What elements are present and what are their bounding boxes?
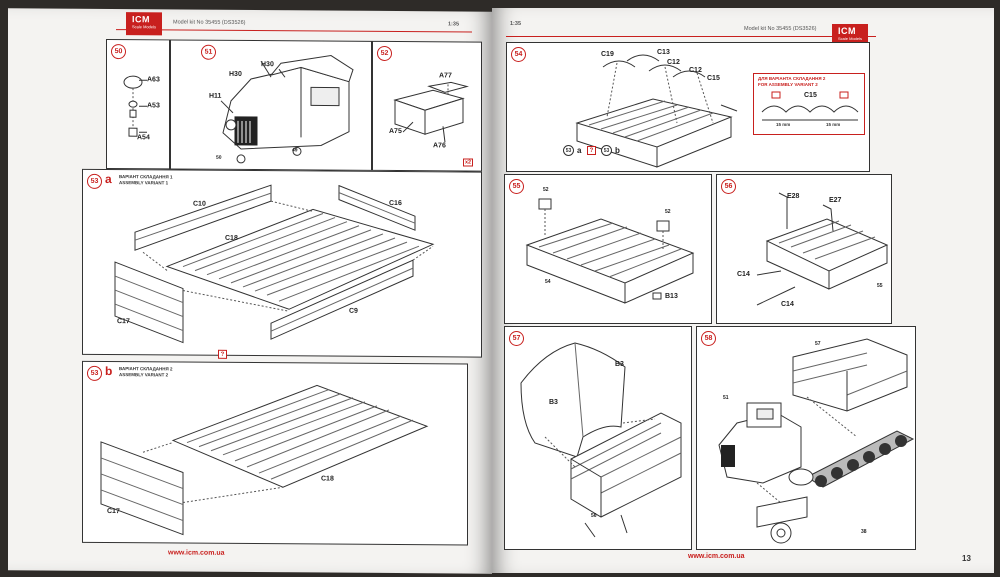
ref-step: 49 xyxy=(292,147,298,154)
step-53b-panel: 53 b ВАРІАНТ СКЛАДАННЯ 2 ASSEMBLY VARIAN… xyxy=(82,360,468,546)
step-51-cab-drawing xyxy=(171,40,371,169)
part-label: A63 xyxy=(147,76,160,84)
inset-caption-en: FOR ASSEMBLY VARIANT 2 xyxy=(758,82,818,87)
dimension-right: 15 mm xyxy=(826,122,841,127)
part-label: C19 xyxy=(601,51,614,58)
step-56-panel: 56 E28 E27 C14 C14 55 xyxy=(716,174,892,324)
part-label: C17 xyxy=(117,318,130,326)
part-label: C16 xyxy=(389,199,402,208)
step-51-panel: 51 H30 H30 H11 50 49 xyxy=(170,39,372,171)
step-57-panel: 57 B3 B3 56 xyxy=(504,326,692,550)
step-50-panel: 50 A63 A53 A54 xyxy=(106,38,170,170)
step-58-panel: 58 xyxy=(696,326,916,550)
step-52-panel: 52 A77 A75 A76 x2 xyxy=(372,40,482,172)
ref-variant-b: b xyxy=(615,146,620,155)
part-label: B13 xyxy=(665,293,678,300)
ref-variant-a: a xyxy=(577,146,582,155)
part-label: C12 xyxy=(667,59,680,66)
part-label: C14 xyxy=(737,271,750,278)
part-label: H30 xyxy=(229,70,242,78)
header-rule xyxy=(506,36,876,37)
part-label: A77 xyxy=(439,72,452,80)
part-label: E28 xyxy=(787,193,800,200)
header-rule xyxy=(116,29,472,33)
ref-step: 50 xyxy=(216,154,222,161)
step-58-halftrack-drawing xyxy=(697,327,915,549)
step-52-box-drawing xyxy=(373,42,481,171)
multiplier-badge: x2 xyxy=(463,158,474,167)
part-label: C9 xyxy=(349,307,358,315)
alternative-link-box: ? xyxy=(218,349,227,359)
inset-caption-ua: ДЛЯ ВАРІАНТА СКЛАДАННЯ 2 xyxy=(758,76,826,81)
step-56-number: 56 xyxy=(721,179,736,194)
part-label: C18 xyxy=(321,475,334,483)
part-label: B3 xyxy=(615,361,624,368)
step-57-number: 57 xyxy=(509,331,524,346)
step-54-panel: 54 C19 C13 C12 C12 C15 xyxy=(506,42,870,172)
dimension-left: 15 mm xyxy=(776,122,791,127)
footer-url[interactable]: www.icm.com.ua xyxy=(688,553,745,560)
step-55-panel: 55 52 52 54 B13 xyxy=(504,174,712,324)
part-label: E27 xyxy=(829,197,842,204)
part-label: C13 xyxy=(657,49,670,56)
part-label: A75 xyxy=(389,127,402,136)
ref-step: 52 xyxy=(665,209,671,215)
step-54-number: 54 xyxy=(511,47,526,62)
ref-step: 52 xyxy=(543,187,549,193)
step-53b-truck-bed-drawing xyxy=(83,362,467,545)
variant-2-inset: ДЛЯ ВАРІАНТА СКЛАДАННЯ 2 FOR ASSEMBLY VA… xyxy=(753,73,865,135)
part-label: B3 xyxy=(549,399,558,406)
inset-part-label: C15 xyxy=(804,92,817,99)
part-label: C10 xyxy=(193,200,206,208)
part-label: C15 xyxy=(707,75,720,82)
alternative-link-box: ? xyxy=(587,146,596,155)
step-54-bows-drawing xyxy=(507,43,869,171)
part-label: C18 xyxy=(225,234,238,242)
part-label: C17 xyxy=(107,508,120,516)
ref-step: 38 xyxy=(861,529,867,535)
page-number: 13 xyxy=(962,554,971,563)
step-55-number: 55 xyxy=(509,179,524,194)
step-50-drawing xyxy=(107,40,169,168)
part-label: H11 xyxy=(209,92,222,100)
ref-step: 56 xyxy=(591,513,597,519)
ref-step: 54 xyxy=(545,279,551,285)
ref-step-b: 53 xyxy=(601,145,612,156)
model-number: Model kit No 35455 (DS3526) xyxy=(173,19,246,26)
part-label: C14 xyxy=(781,301,794,308)
step-53a-panel: 53 a ВАРІАНТ СКЛАДАННЯ 1 ASSEMBLY VARIAN… xyxy=(82,168,482,358)
step-53a-truck-bed-drawing xyxy=(83,170,481,357)
footer-url[interactable]: www.icm.com.ua xyxy=(168,549,225,557)
step-58-number: 58 xyxy=(701,331,716,346)
step-55-bed-drawing xyxy=(505,175,711,323)
scale-label: 1:35 xyxy=(448,21,460,28)
part-label: A54 xyxy=(137,134,150,142)
ref-step: 55 xyxy=(877,283,883,289)
part-label: H30 xyxy=(261,61,274,69)
step-56-bed-drawing xyxy=(717,175,891,323)
part-label: C12 xyxy=(689,67,702,74)
scale-label: 1:35 xyxy=(510,21,522,27)
model-number: Model kit No 35455 (DS3526) xyxy=(744,26,817,32)
ref-step: 57 xyxy=(815,341,821,347)
inset-bow-drawing xyxy=(754,74,864,134)
ref-step: 51 xyxy=(723,395,729,401)
part-label: A53 xyxy=(147,102,160,110)
part-label: A76 xyxy=(433,142,446,150)
step-57-tarp-drawing xyxy=(505,327,691,549)
ref-step-a: 53 xyxy=(563,145,574,156)
